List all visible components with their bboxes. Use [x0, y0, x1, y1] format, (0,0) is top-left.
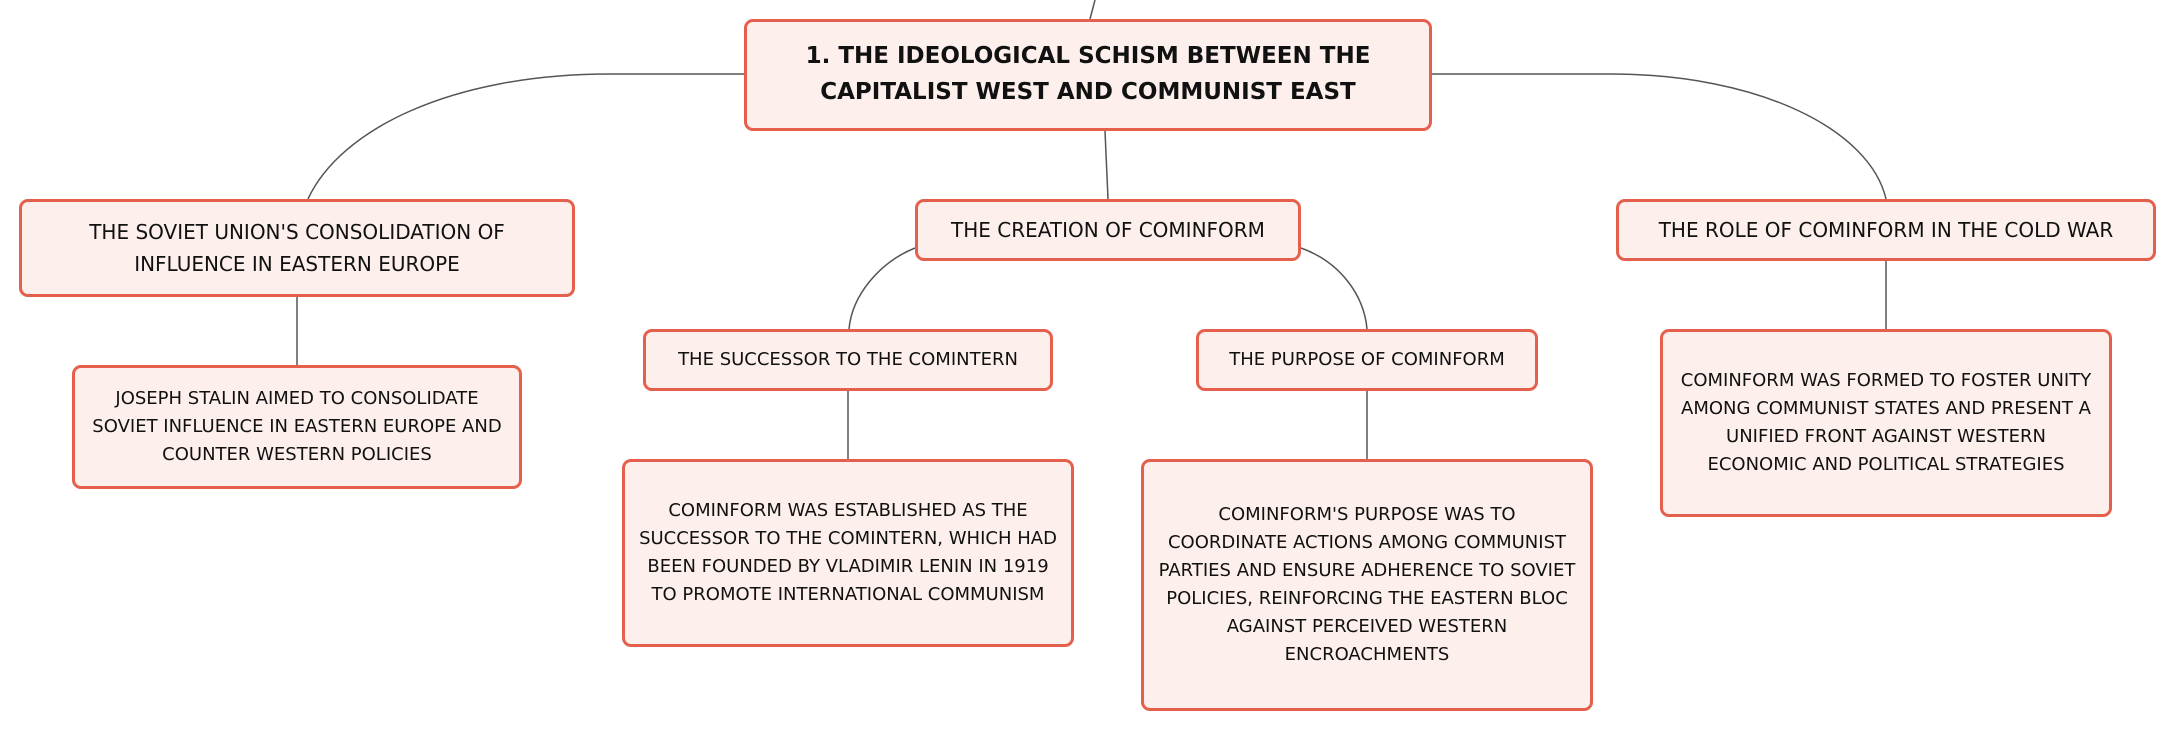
creation-of-cominform-node[interactable]: THE CREATION OF COMINFORM	[915, 199, 1301, 261]
unity-detail-text: COMINFORM WAS FORMED TO FOSTER UNITY AMO…	[1680, 370, 2092, 475]
stalin-detail-text: JOSEPH STALIN AIMED TO CONSOLIDATE SOVIE…	[92, 388, 502, 465]
role-of-cominform-node[interactable]: THE ROLE OF COMINFORM IN THE COLD WAR	[1616, 199, 2156, 261]
purpose-detail-node[interactable]: COMINFORM'S PURPOSE WAS TO COORDINATE AC…	[1141, 459, 1593, 711]
connector-root-role	[1432, 73, 1887, 200]
connector-root-soviet	[307, 73, 744, 200]
soviet-consolidation-node[interactable]: THE SOVIET UNION'S CONSOLIDATION OF INFL…	[19, 199, 575, 297]
role-of-cominform-label: THE ROLE OF COMINFORM IN THE COLD WAR	[1658, 218, 2114, 242]
successor-node[interactable]: THE SUCCESSOR TO THE COMINTERN	[643, 329, 1053, 391]
established-detail-text: COMINFORM WAS ESTABLISHED AS THE SUCCESS…	[639, 500, 1057, 605]
connector-root-parent	[1089, 0, 1096, 20]
stalin-detail-node[interactable]: JOSEPH STALIN AIMED TO CONSOLIDATE SOVIE…	[72, 365, 522, 489]
unity-detail-node[interactable]: COMINFORM WAS FORMED TO FOSTER UNITY AMO…	[1660, 329, 2112, 517]
creation-of-cominform-label: THE CREATION OF COMINFORM	[951, 218, 1265, 242]
root-topic-label: 1. THE IDEOLOGICAL SCHISM BETWEEN THE CA…	[805, 43, 1371, 105]
root-topic-node[interactable]: 1. THE IDEOLOGICAL SCHISM BETWEEN THE CA…	[744, 19, 1432, 131]
purpose-node[interactable]: THE PURPOSE OF COMINFORM	[1196, 329, 1538, 391]
soviet-consolidation-label: THE SOVIET UNION'S CONSOLIDATION OF INFL…	[89, 220, 505, 276]
connector-creation-purpose	[1300, 247, 1368, 330]
connector-creation-successor	[848, 247, 916, 330]
established-detail-node[interactable]: COMINFORM WAS ESTABLISHED AS THE SUCCESS…	[622, 459, 1074, 647]
purpose-detail-text: COMINFORM'S PURPOSE WAS TO COORDINATE AC…	[1158, 504, 1576, 665]
successor-label: THE SUCCESSOR TO THE COMINTERN	[678, 348, 1018, 370]
connector-root-creation	[1104, 130, 1109, 200]
purpose-label: THE PURPOSE OF COMINFORM	[1229, 348, 1505, 370]
